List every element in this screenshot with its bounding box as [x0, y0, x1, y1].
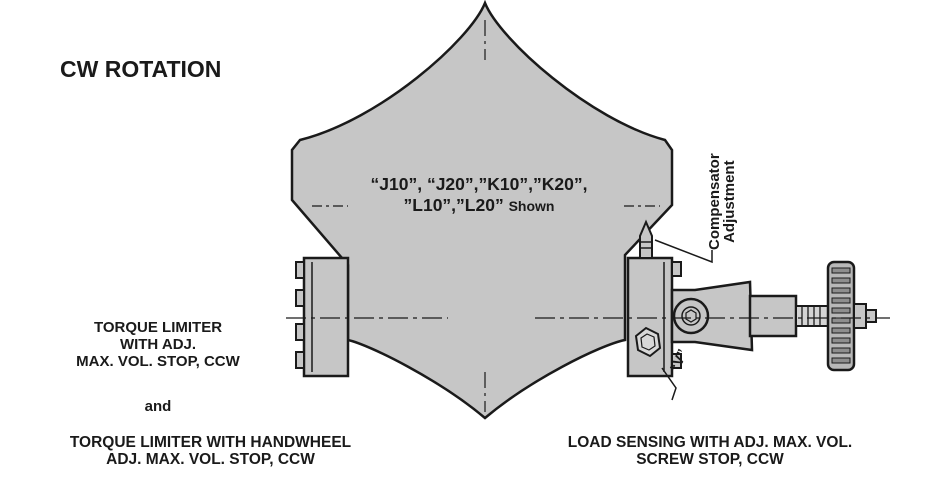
stop-shaft — [795, 305, 829, 327]
stop-stem — [748, 294, 798, 338]
bolt — [671, 261, 682, 277]
load-sensing-line2: SCREW STOP, CCW — [636, 451, 784, 469]
compensator-line2: Adjustment — [721, 160, 738, 243]
pump-housing — [290, 0, 674, 420]
model-note: “J10”, “J20”,”K10”,”K20”, ”L10”,”L20” Sh… — [318, 174, 640, 215]
bolt — [671, 353, 682, 369]
torque-limiter-label: TORQUE LIMITER WITH ADJ. MAX. VOL. STOP,… — [8, 319, 308, 370]
v-leader — [661, 367, 677, 401]
handwheel-stop-line2: ADJ. MAX. VOL. STOP, CCW — [106, 451, 315, 469]
hex-nut — [634, 326, 662, 358]
centerlines — [286, 20, 890, 412]
load-sensing-label: LOAD SENSING WITH ADJ. MAX. VOL. SCREW S… — [480, 434, 939, 468]
torque-limiter-line2: WITH ADJ. — [119, 335, 197, 353]
handwheel-stop-line1: TORQUE LIMITER WITH HANDWHEEL — [69, 434, 352, 451]
bolt — [295, 323, 305, 341]
model-note-line2: ”L10”,”L20” Shown — [318, 195, 640, 216]
load-sensing-line1: LOAD SENSING WITH ADJ. MAX. VOL. — [567, 434, 853, 451]
compensator-block — [626, 256, 674, 378]
compensator-adjustment-label: Compensator Adjustment — [706, 153, 738, 250]
compensator-line1: Compensator — [706, 153, 723, 250]
model-note-shown: Shown — [508, 197, 555, 214]
and-label: and — [144, 398, 172, 415]
handwheel — [826, 260, 877, 372]
torque-limiter-line1: TORQUE LIMITER — [93, 319, 223, 336]
handwheel-stop-label: TORQUE LIMITER WITH HANDWHEEL ADJ. MAX. … — [8, 434, 413, 468]
compensator-screw — [639, 219, 653, 259]
bolt — [295, 261, 305, 279]
thread-marks — [801, 306, 821, 326]
left-end-cap — [302, 256, 350, 378]
compensator-leader — [654, 239, 713, 264]
bolt — [295, 289, 305, 307]
model-note-line1: “J10”, “J20”,”K10”,”K20”, — [370, 174, 588, 194]
torque-limiter-line3: MAX. VOL. STOP, CCW — [76, 352, 240, 370]
bolt — [295, 351, 305, 369]
rotation-title: CW ROTATION — [60, 56, 222, 82]
model-note-models: ”L10”,”L20” — [403, 194, 504, 215]
